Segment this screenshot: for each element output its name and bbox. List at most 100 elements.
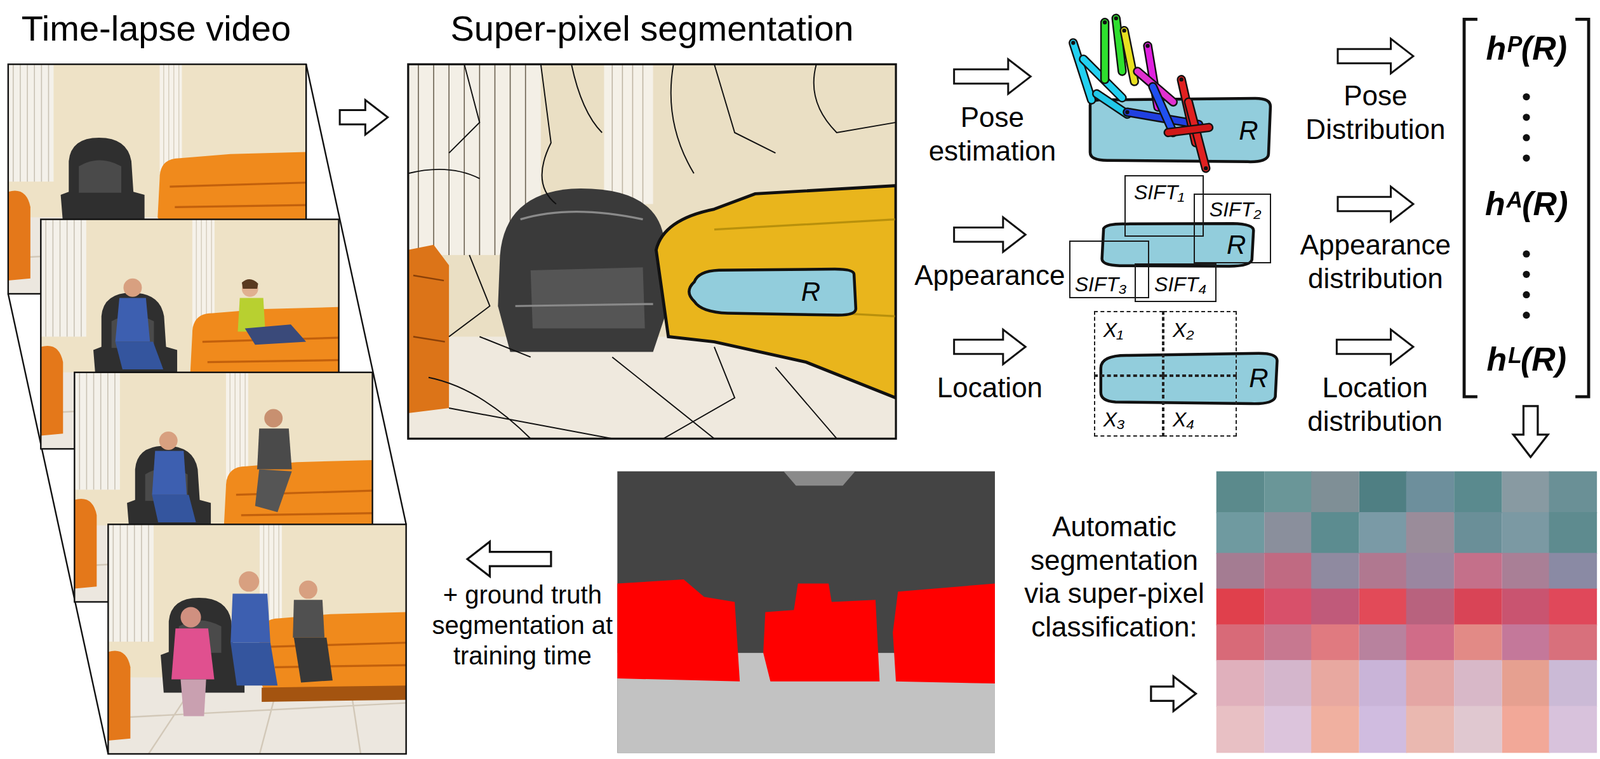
video-stack — [293, 638, 333, 684]
pose-skeleton — [1116, 18, 1123, 72]
sift-label: SIFT₂ — [1209, 198, 1262, 222]
video-stack — [151, 495, 196, 523]
ground-truth-image — [617, 471, 995, 754]
block-arrow — [1151, 676, 1197, 712]
segmentation-result — [1311, 471, 1360, 514]
segmentation-result — [1502, 706, 1551, 754]
segmentation-result — [1359, 706, 1408, 754]
video-stack — [241, 279, 259, 289]
segmentation-result — [1453, 660, 1503, 708]
segmentation-result — [1406, 471, 1455, 514]
pose-skeleton — [1124, 30, 1135, 82]
ground-truth-image — [617, 471, 995, 754]
segmentation-result — [1502, 512, 1551, 555]
grid-cell: X₃ — [1093, 375, 1164, 437]
superpixel-image — [408, 64, 896, 439]
video-stack — [245, 324, 307, 345]
region-label: R — [1226, 229, 1246, 261]
cell-label: X₁ — [1103, 318, 1124, 343]
edge-label: Appearance — [907, 259, 1073, 293]
block-arrow — [467, 542, 552, 578]
segmentation-result — [1264, 706, 1313, 754]
block-arrow — [1337, 186, 1414, 222]
segmentation-result — [1216, 512, 1265, 555]
superpixel-image — [515, 212, 654, 307]
ellipsis-dot — [1523, 271, 1531, 279]
edge-label: Appearance distribution — [1292, 228, 1458, 296]
segmentation-result — [1311, 624, 1360, 662]
segmentation-result — [1264, 471, 1313, 514]
pose-skeleton — [1188, 102, 1206, 169]
pose-skeleton — [1071, 40, 1076, 45]
block-arrow — [1513, 406, 1548, 458]
segmentation-result — [1453, 706, 1503, 754]
segmentation-result — [1453, 624, 1503, 662]
superpixel-image — [408, 245, 449, 414]
cell-label: X₂ — [1172, 318, 1195, 343]
ground-truth-image — [763, 584, 880, 682]
ellipsis-dot — [1523, 291, 1531, 299]
superpixel-image — [612, 64, 643, 204]
segmentation-result — [1216, 706, 1265, 754]
sift-label: SIFT₃ — [1074, 273, 1127, 297]
ground-truth-image — [892, 584, 995, 685]
pose-skeleton — [1168, 127, 1209, 133]
segmentation-result — [1406, 589, 1455, 627]
ellipsis-dot — [1523, 154, 1531, 162]
grid-cell: X₂ — [1163, 311, 1237, 376]
video-stack — [115, 297, 151, 342]
superpixel-image — [497, 188, 668, 352]
segmentation-result — [1216, 553, 1265, 590]
block-arrow — [954, 329, 1027, 365]
video-stack — [230, 643, 278, 687]
video-stack — [159, 431, 178, 451]
edge-label: Pose estimation — [920, 100, 1064, 169]
pose-skeleton — [1097, 93, 1128, 115]
region-blob: R — [1097, 222, 1259, 268]
pose-skeleton — [1179, 77, 1184, 82]
segmentation-result — [1264, 624, 1313, 662]
superpixel-image — [603, 64, 653, 204]
segmentation-result — [1359, 589, 1408, 627]
segmentation-result — [1359, 660, 1408, 708]
edge-label: Location distribution — [1292, 371, 1458, 439]
sift-label: SIFT₄ — [1154, 273, 1207, 297]
pose-skeleton — [1104, 22, 1107, 80]
segmentation-result — [1216, 624, 1265, 662]
block-arrow — [1336, 329, 1414, 365]
segmentation-result — [1406, 706, 1455, 754]
block-arrow — [1337, 38, 1414, 74]
video-stack — [8, 64, 407, 755]
pose-skeleton — [1102, 20, 1107, 25]
pose-skeleton — [1146, 43, 1150, 48]
segmentation-result — [1216, 471, 1597, 754]
block-arrow — [954, 59, 1032, 94]
segmentation-result — [1406, 553, 1455, 590]
segmentation-result — [1502, 589, 1551, 627]
sift-box: SIFT₄ — [1134, 263, 1217, 303]
segmentation-result — [1216, 589, 1265, 627]
pose-skeleton — [1116, 18, 1123, 72]
pose-skeleton — [1060, 10, 1225, 179]
block-arrow — [339, 100, 388, 136]
segmentation-result — [1264, 660, 1313, 708]
panel-heading: Super-pixel segmentation — [408, 8, 896, 49]
video-stack — [237, 297, 265, 332]
block-arrow — [954, 217, 1027, 253]
grid-cell: X₄ — [1163, 375, 1237, 437]
segmentation-result — [1216, 471, 1265, 514]
segmentation-result — [1406, 512, 1455, 555]
video-stack — [171, 628, 215, 680]
segmentation-result — [1216, 660, 1265, 708]
segmentation-result — [1311, 660, 1360, 708]
pose-skeleton — [1097, 93, 1128, 115]
sift-box: SIFT₁ — [1124, 175, 1204, 237]
segmentation-result — [1549, 512, 1598, 555]
ellipsis-dot — [1523, 133, 1531, 141]
segmentation-result — [1502, 553, 1551, 590]
pose-skeleton — [1097, 93, 1128, 115]
pose-skeleton — [1168, 127, 1209, 133]
cell-label: X₃ — [1103, 408, 1126, 432]
video-stack — [292, 600, 325, 638]
pose-skeleton — [1168, 127, 1209, 133]
